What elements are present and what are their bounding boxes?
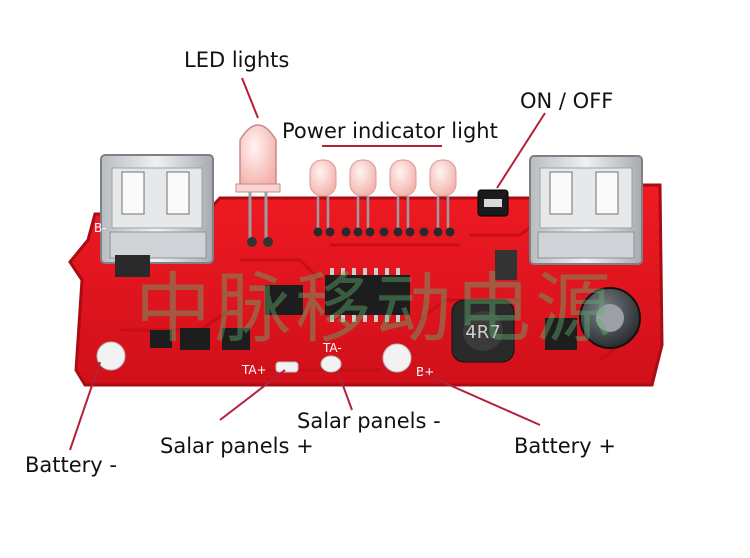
usb-port-right xyxy=(529,155,643,265)
led-light xyxy=(235,124,281,247)
usb-port-left xyxy=(100,154,214,264)
callout-lines xyxy=(69,77,546,451)
silk-ta-plus: TA+ xyxy=(241,363,267,377)
label-on-off: ON / OFF xyxy=(520,89,614,113)
label-battery-plus: Battery + xyxy=(514,434,616,458)
label-solar-minus: Salar panels - xyxy=(297,409,441,433)
power-indicator-leds xyxy=(309,159,457,237)
label-power-indicator: Power indicator light xyxy=(282,119,498,143)
capacitor xyxy=(579,287,641,349)
inductor: 4R7 xyxy=(451,299,515,363)
solder-pads xyxy=(96,341,412,373)
label-battery-minus: Battery - xyxy=(25,453,117,477)
label-solar-plus: Salar panels + xyxy=(160,434,314,458)
inductor-marking: 4R7 xyxy=(465,322,500,343)
watermark: 中脉移动电源 xyxy=(135,264,615,353)
silk-ta-minus: TA- xyxy=(322,341,342,355)
label-led-lights: LED lights xyxy=(184,48,290,72)
on-off-switch xyxy=(477,189,509,217)
silk-b-minus: B- xyxy=(94,221,107,235)
ic-chips xyxy=(115,250,577,350)
